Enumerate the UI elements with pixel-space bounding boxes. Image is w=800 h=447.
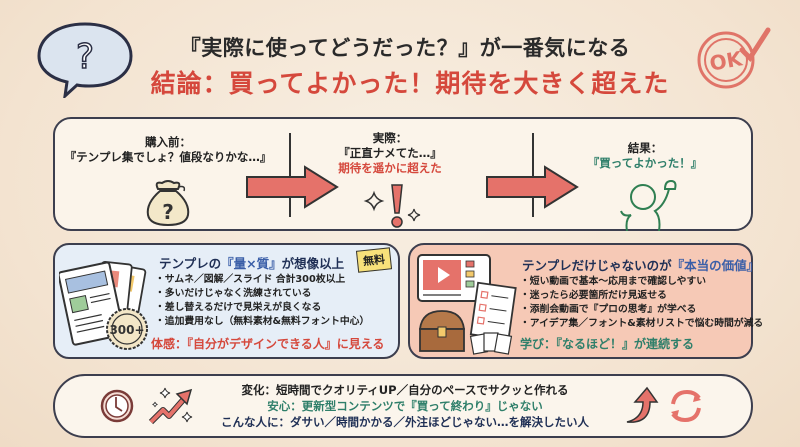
card-footer: 体感：『自分がデザインできる人』に見える — [151, 337, 385, 351]
true-value-card: テンプレだけじゃないのが『本当の価値』 短い動画で基本〜応用まで確認しやすい 迷… — [408, 243, 763, 359]
list-item: 差し替えるだけで見栄えが良くなる — [155, 301, 369, 315]
list-item: アイデア集／フォント&素材リストで悩む時間が減る — [520, 317, 763, 331]
flow-divider — [532, 133, 534, 217]
flow-step-result: 結果： 『買ってよかった！』 — [565, 141, 725, 171]
step-label: 購入前： — [145, 135, 191, 149]
clock-icon — [99, 388, 135, 424]
title-highlight: 『量×質』 — [221, 256, 282, 271]
summary-panel: 変化：短時間でクオリティUP／自分のペースでサクッと作れる 安心：更新型コンテン… — [53, 374, 753, 438]
free-badge: 無料 — [355, 247, 393, 273]
summary-text: 変化：短時間でクオリティUP／自分のペースでサクッと作れる 安心：更新型コンテン… — [200, 382, 610, 430]
feature-list: 短い動画で基本〜応用まで確認しやすい 迷ったら必要箇所だけ見返せる 添削会動画で… — [520, 275, 763, 331]
list-item: 多いだけじゃなく洗練されている — [155, 287, 369, 301]
title-prefix: テンプレの — [159, 256, 222, 271]
flow-divider — [289, 133, 291, 217]
svg-text:?: ? — [76, 37, 94, 77]
card-title: テンプレの『量×質』が想像以上 — [159, 253, 344, 272]
ok-stamp-icon: OK — [690, 22, 772, 92]
list-item: 添削会動画で『プロの思考』が学べる — [520, 303, 763, 317]
svg-text:300+: 300+ — [109, 323, 144, 337]
svg-text:?: ? — [162, 200, 174, 224]
card-footer: 学び：『なるほど！』が連続する — [520, 337, 695, 351]
step-quote: 『正直ナメてた…』 — [338, 146, 442, 160]
list-item: 追加費用なし（無料素材&無料フォント中心） — [155, 315, 369, 329]
feature-list: サムネ／図解／スライド 合計300枚以上 多いだけじゃなく洗練されている 差し替… — [155, 273, 369, 329]
list-item: 短い動画で基本〜応用まで確認しやすい — [520, 275, 763, 289]
flow-step-before: 購入前： 『テンプレ集でしょ？値段なりかな…』 — [63, 135, 273, 165]
cheering-person-icon — [615, 175, 685, 232]
title-highlight: 『本当の価値』 — [671, 258, 760, 273]
headline-conclusion: 結論：買ってよかった！期待を大きく超えた — [150, 69, 670, 98]
step-highlight: 期待を遥かに超えた — [338, 161, 442, 175]
step-label: 実際： — [372, 131, 408, 145]
template-sheets-icon: 300+ — [57, 253, 155, 353]
headline-question: 『実際に使ってどうだった？』が一番気になる — [179, 36, 631, 60]
target-audience-line: こんな人に：ダサい／時間かかる／外注ほどじゃない…を解決したい人 — [221, 415, 589, 429]
svg-text:OK: OK — [708, 46, 746, 76]
refresh-cycle-icon — [667, 388, 705, 424]
growth-arrow-icon — [147, 382, 197, 430]
reassurance-line: 安心：更新型コンテンツで『買って終わり』じゃない — [267, 399, 543, 413]
up-curve-arrow-icon — [623, 386, 659, 426]
change-line: 変化：短時間でクオリティUP／自分のペースでサクッと作れる — [241, 383, 569, 397]
step-label: 結果： — [627, 141, 663, 155]
right-arrow-icon — [485, 165, 580, 209]
exclamation-sparkle-icon — [360, 179, 430, 229]
list-item: 迷ったら必要箇所だけ見返せる — [520, 289, 763, 303]
video-checklist-treasure-icon — [414, 251, 522, 355]
card-title: テンプレだけじゃないのが『本当の価値』 — [522, 255, 759, 274]
before-after-flow-panel: 購入前： 『テンプレ集でしょ？値段なりかな…』 ? 実際： 『正直ナメてた…』 … — [53, 117, 753, 232]
question-bubble-icon: ? — [35, 18, 135, 100]
money-bag-question-icon: ? — [140, 177, 196, 227]
title-suffix: が想像以上 — [281, 256, 345, 271]
right-arrow-icon — [245, 165, 340, 209]
title-prefix: テンプレだけじゃないのが — [522, 258, 672, 273]
template-quality-card: 300+ テンプレの『量×質』が想像以上 無料 サムネ／図解／スライド 合計30… — [53, 243, 400, 359]
flow-step-actual: 実際： 『正直ナメてた…』 期待を遥かに超えた — [310, 131, 470, 176]
list-item: サムネ／図解／スライド 合計300枚以上 — [155, 273, 369, 287]
step-quote: 『買ってよかった！』 — [587, 156, 703, 170]
step-quote: 『テンプレ集でしょ？値段なりかな…』 — [64, 150, 272, 164]
